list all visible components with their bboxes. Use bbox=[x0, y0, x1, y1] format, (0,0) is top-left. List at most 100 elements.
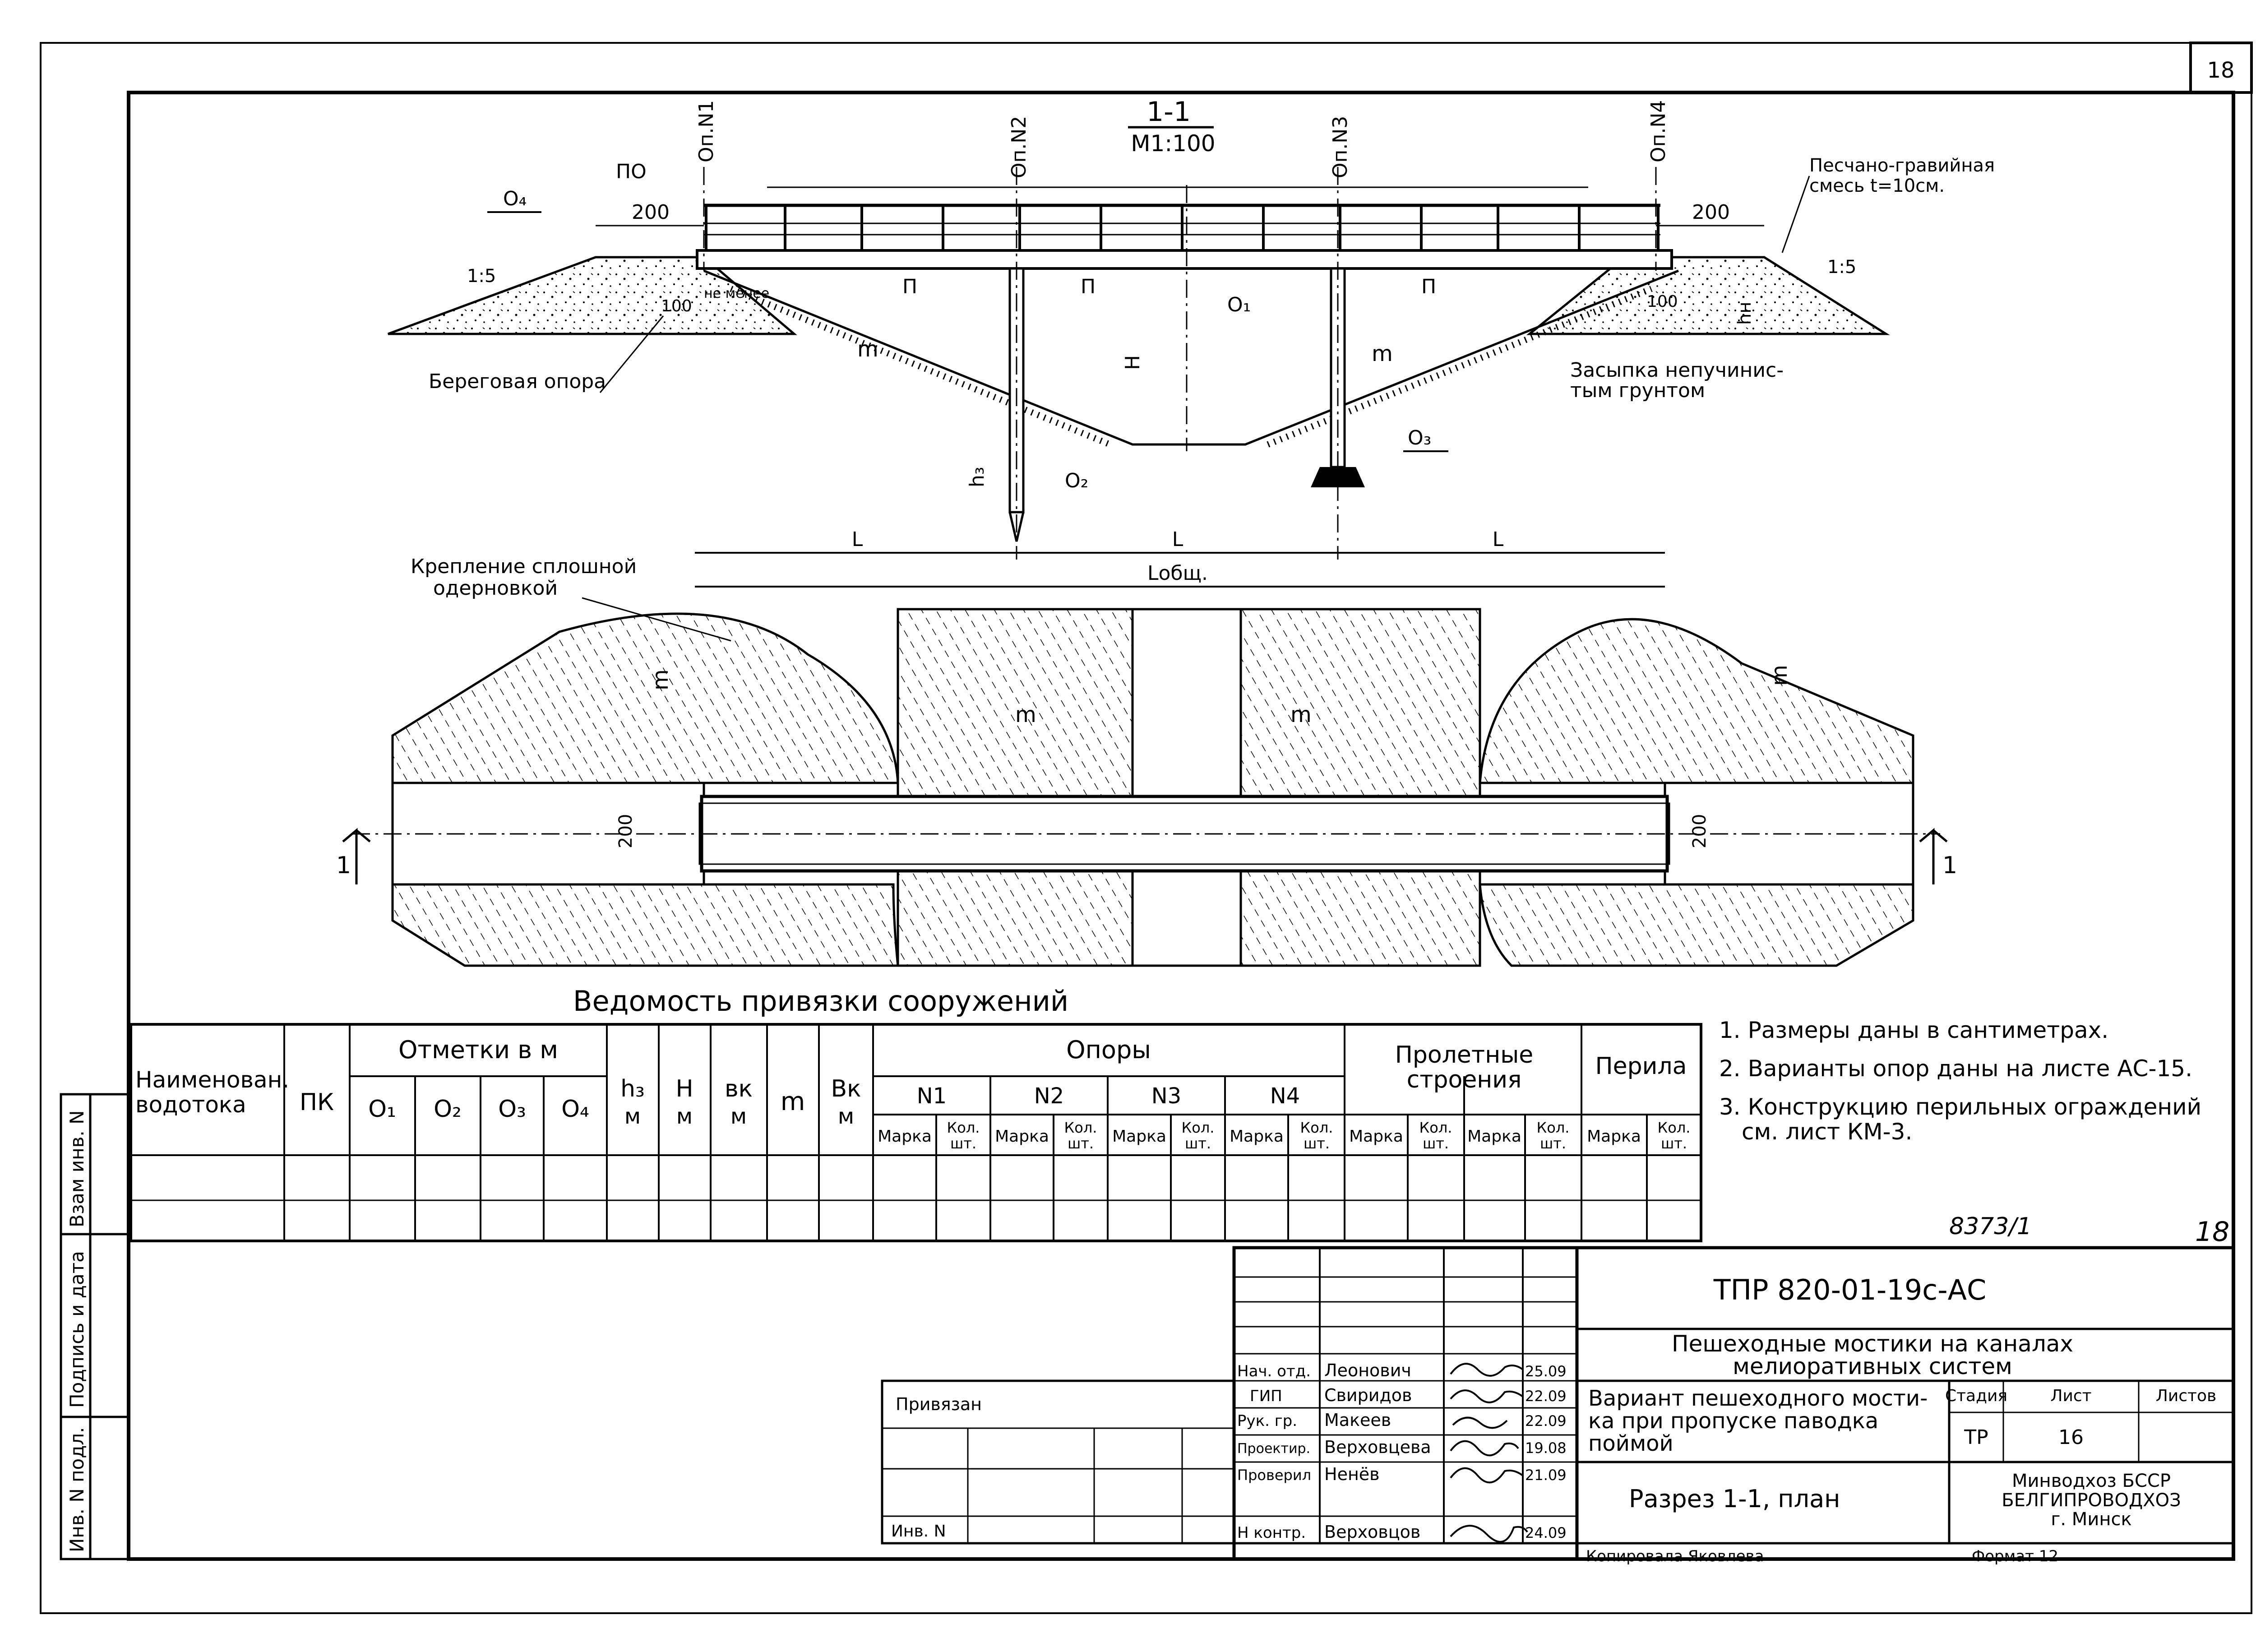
th-qty-2a: Кол. bbox=[1064, 1119, 1097, 1136]
cut-arrow-right bbox=[1919, 828, 1948, 884]
tb-sheets-label: Листов bbox=[2156, 1387, 2216, 1405]
tb-format: Формат 12 bbox=[1972, 1547, 2058, 1565]
staff-date-1: 25.09 bbox=[1525, 1363, 1567, 1380]
inner-frame bbox=[127, 91, 2235, 1561]
plan-m-4: m bbox=[1767, 665, 1792, 686]
label-h3: h₃ bbox=[966, 467, 989, 487]
plan-view: Крепление сплошной одерновкой m m m m 20… bbox=[336, 555, 1957, 967]
tb-drawing-3: поймой bbox=[1588, 1431, 1674, 1456]
th-qty-3a: Кол. bbox=[1182, 1119, 1215, 1136]
tb-sheet-title: Разрез 1-1, план bbox=[1629, 1485, 1840, 1513]
cut-mark-left: 1 bbox=[336, 852, 351, 879]
dim-200-right: 200 bbox=[1692, 201, 1730, 224]
th-support-n4: N4 bbox=[1270, 1083, 1300, 1109]
tb-org-1: Минводхоз БССР bbox=[2012, 1471, 2171, 1491]
th-qty-7b: шт. bbox=[1661, 1135, 1687, 1152]
bridge-deck bbox=[696, 249, 1673, 270]
tb-drawing-1: Вариант пешеходного мости- bbox=[1588, 1386, 1928, 1411]
tb-inv: Инв. N bbox=[891, 1522, 946, 1541]
tb-org-2: БЕЛГИПРОВОДХОЗ bbox=[2002, 1490, 2181, 1511]
th-qty-3b: шт. bbox=[1185, 1135, 1211, 1152]
th-mark-3: Марка bbox=[1112, 1127, 1166, 1146]
th-o3: О₃ bbox=[498, 1096, 526, 1123]
label-slope-left: 1:5 bbox=[467, 266, 496, 287]
th-qty-6b: шт. bbox=[1540, 1135, 1566, 1152]
th-marks: Отметки в м bbox=[398, 1036, 558, 1064]
right-cone-bottom bbox=[1479, 883, 1914, 967]
th-qty-1b: шт. bbox=[950, 1135, 976, 1152]
label-gravel-1: Песчано-гравийная bbox=[1809, 155, 1995, 176]
label-po: ПО bbox=[616, 160, 647, 183]
section-scale: М1:100 bbox=[1131, 130, 1215, 157]
mark-qty-headers: Марка Кол. шт. Марка Кол. шт. Марка Кол.… bbox=[878, 1119, 1690, 1152]
staff-date-3: 22.09 bbox=[1525, 1412, 1567, 1430]
th-o4: О₄ bbox=[561, 1096, 589, 1123]
tb-project-2: мелиоративных систем bbox=[1733, 1353, 2012, 1379]
label-L-2: L bbox=[1172, 528, 1183, 551]
side-stamp-repl: Взам инв. N bbox=[66, 1110, 88, 1227]
staff-role-1: Нач. отд. bbox=[1237, 1362, 1311, 1380]
th-mark-5: Марка bbox=[1349, 1127, 1403, 1146]
tb-org-3: г. Минск bbox=[2051, 1509, 2131, 1530]
th-qty-4a: Кол. bbox=[1300, 1119, 1333, 1136]
th-qty-7a: Кол. bbox=[1658, 1119, 1691, 1136]
th-qty-2b: шт. bbox=[1068, 1135, 1094, 1152]
plan-m-1: m bbox=[648, 669, 673, 690]
label-p-2: П bbox=[1081, 275, 1096, 298]
gravel-leader bbox=[1781, 176, 1810, 253]
staff-date-2: 22.09 bbox=[1525, 1388, 1567, 1405]
staff-name-4: Верховцева bbox=[1324, 1437, 1431, 1457]
support-label-n1: Оп.N1 bbox=[695, 100, 718, 162]
support-label-n3: Оп.N3 bbox=[1329, 116, 1352, 178]
th-qty-5a: Кол. bbox=[1419, 1119, 1452, 1136]
side-stamp bbox=[60, 1093, 130, 1560]
th-o2: О₂ bbox=[434, 1096, 462, 1123]
tb-project-1: Пешеходные мостики на каналах bbox=[1672, 1331, 2073, 1357]
cut-arrow-left bbox=[342, 828, 371, 884]
th-Bk: Вк bbox=[831, 1075, 861, 1102]
tb-sheet-label: Лист bbox=[2050, 1387, 2091, 1405]
dim-100-right: 100 bbox=[1647, 292, 1678, 311]
dim-200-left: 200 bbox=[632, 201, 670, 224]
th-spans-2: строения bbox=[1407, 1066, 1522, 1093]
section-1-1: 1-1 М1:100 bbox=[388, 96, 1995, 588]
tb-code: ТПР 820-01-19с-АС bbox=[1713, 1273, 1987, 1306]
label-p-1: П bbox=[902, 275, 917, 298]
th-h3-unit: м bbox=[624, 1104, 641, 1129]
th-qty-6a: Кол. bbox=[1537, 1119, 1570, 1136]
label-L-total: Lобщ. bbox=[1147, 562, 1208, 585]
label-backfill-2: тым грунтом bbox=[1570, 379, 1705, 402]
tb-sheet: 16 bbox=[2058, 1426, 2084, 1449]
outer-frame bbox=[40, 42, 2252, 1614]
side-stamp-sign: Подпись и дата bbox=[66, 1251, 88, 1408]
th-qty-4b: шт. bbox=[1304, 1135, 1330, 1152]
staff-name-3: Макеев bbox=[1324, 1410, 1391, 1430]
label-m-left: m bbox=[857, 337, 878, 362]
staff-role-5: Проверил bbox=[1237, 1467, 1311, 1484]
tb-stage: ТР bbox=[1964, 1426, 1988, 1449]
staff-role-3: Рук. гр. bbox=[1237, 1412, 1297, 1430]
staff-name-6: Верховцов bbox=[1324, 1522, 1420, 1542]
th-supports: Опоры bbox=[1066, 1036, 1151, 1064]
channel-bottom bbox=[1131, 608, 1242, 967]
th-pk: ПК bbox=[300, 1089, 334, 1116]
signatures bbox=[1450, 1363, 1528, 1543]
label-o1: О₁ bbox=[1227, 293, 1251, 316]
dim-100-left: 100 bbox=[661, 297, 692, 315]
label-slope-right: 1:5 bbox=[1827, 257, 1856, 278]
channel-slope-right bbox=[1239, 608, 1481, 967]
th-support-n3: N3 bbox=[1151, 1083, 1181, 1109]
th-h3: h₃ bbox=[620, 1075, 645, 1102]
section-title: 1-1 bbox=[1146, 96, 1191, 128]
staff-name-5: Ненёв bbox=[1324, 1464, 1380, 1484]
right-cone-top bbox=[1479, 618, 1914, 784]
left-cone-top bbox=[391, 612, 899, 784]
tb-drawing-2: ка при пропуске паводка bbox=[1588, 1408, 1878, 1434]
staff-role-2: ГИП bbox=[1250, 1387, 1282, 1405]
cut-mark-right: 1 bbox=[1942, 852, 1957, 879]
staff-role-4: Проектир. bbox=[1237, 1441, 1310, 1457]
bank-support-leader bbox=[599, 315, 664, 393]
tb-copied: Копировала Яковлева bbox=[1586, 1547, 1764, 1565]
th-Bk-unit: м bbox=[838, 1104, 854, 1129]
